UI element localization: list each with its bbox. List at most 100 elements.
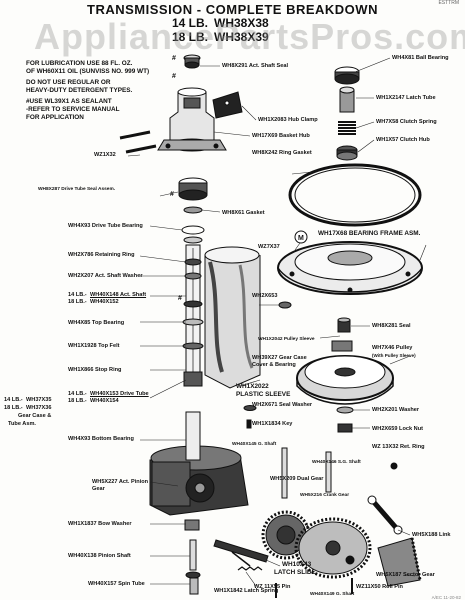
- hub-clamp-part: [212, 91, 243, 119]
- label-pulley-note: (With Pulley Sleeve): [372, 353, 416, 358]
- label-ball-bearing: WH4X81 Ball Bearing: [392, 55, 449, 61]
- label-gear-case-14: WH37X35: [26, 397, 52, 403]
- label-bearing-frame: WH17X68 BEARING FRAME ASM.: [318, 230, 421, 237]
- label-top-bearing: WH4X85 Top Bearing: [68, 320, 125, 326]
- label-drive-tube-size-18: 18 LB.-: [68, 398, 87, 404]
- g-shaft-part: [281, 447, 332, 499]
- label-seal-281: WH8X281 Seal: [372, 323, 411, 329]
- latch-tube-part: [339, 86, 355, 113]
- label-plastic-sleeve: PLASTIC SLEEVE: [236, 391, 291, 398]
- label-act-shaft-18: WH40X152: [90, 299, 119, 305]
- ring-gasket-part: [288, 163, 422, 227]
- label-roll-pin: WZ11X50 Roll Pin: [356, 584, 403, 590]
- label-gear-case-name: Gear Case &: [18, 413, 52, 419]
- footer-code: A/EC 11-20-82: [431, 595, 461, 600]
- label-latch-tube: WH1X2147 Latch Tube: [376, 95, 436, 101]
- label-gear-case-size-14: 14 LB.-: [4, 397, 23, 403]
- drive-tube-part: [182, 244, 204, 387]
- latch-spring-part: [237, 566, 263, 571]
- label-seal-washer: WH2X671 Seal Washer: [252, 402, 313, 408]
- label-top-felt: WH1X1928 Top Felt: [68, 343, 120, 349]
- clutch-spring-part: [338, 121, 356, 135]
- label-pulley: WH7X46 Pulley: [372, 345, 413, 351]
- label-pulley-sleeve: WH1X2042 Pulley Sleeve: [258, 337, 315, 342]
- label-act-shaft-size-18: 18 LB.-: [68, 299, 87, 305]
- clutch-hub-part: [336, 145, 358, 161]
- top-screws: [119, 130, 157, 154]
- label-act-shaft-size-14: 14 LB.-: [68, 292, 87, 298]
- page-title: TRANSMISSION - COMPLETE BREAKDOWN: [87, 2, 378, 17]
- note-line: #USE WL39X1 AS SEALANT: [26, 98, 112, 105]
- drive-tube-seal-part: [178, 177, 208, 244]
- label-act-shaft-14: WH40X148 Act. Shaft: [90, 292, 147, 298]
- label-crank-gear: WH5X216 Crank Gear: [300, 493, 350, 498]
- label-stop-ring: WH1X866 Stop Ring: [68, 367, 122, 373]
- watermark: AppliancePartsPros.com: [34, 16, 465, 57]
- basket-hub-part: [157, 87, 227, 152]
- label-act-shaft-seal: WH8X291 Act. Shaft Seal: [222, 63, 289, 69]
- label-spin-tube: WH40X157 Spin Tube: [88, 581, 145, 587]
- label-drive-tube-seal: WH8X287 Drive Tube Seal Assem.: [38, 187, 116, 192]
- washer-201-part: [336, 406, 354, 414]
- label-screw-top: WZ1X32: [94, 152, 116, 158]
- label-sg-shaft-146: WH40X146 S.G. Shaft: [312, 460, 361, 465]
- model-number-14: WH38X38: [214, 16, 269, 30]
- label-gear-case-tube: Tube Asm.: [8, 421, 36, 427]
- label-bow-washer: WH1X1837 Bow Washer: [68, 521, 132, 527]
- label-hub-clamp: WH1X2083 Hub Clamp: [258, 117, 318, 123]
- corner-mark: ESTTRM: [438, 0, 459, 6]
- label-basket-hub: WH17X69 Basket Hub: [252, 133, 310, 139]
- m-marker-text: M: [298, 235, 304, 242]
- label-clutch-spring: WH7X58 Clutch Spring: [376, 119, 437, 125]
- lock-nut-part: [337, 423, 353, 433]
- spin-tube-part: [189, 577, 199, 595]
- label-washer-201: WH2X201 Washer: [372, 407, 420, 413]
- label-ret-ring: WZ 13X32 Ret. Ring: [372, 444, 425, 450]
- seal-281-part: [337, 317, 351, 333]
- label-retaining-ring: WH2X786 Retaining Ring: [68, 252, 135, 258]
- label-drive-tube-18: WH40X154: [90, 398, 119, 404]
- note-line: HEAVY-DUTY DETERGENT TYPES.: [26, 87, 133, 94]
- pulley-sleeve-part: [331, 340, 353, 352]
- label-latch-slide: LATCH SLIDE: [274, 569, 316, 576]
- label-plastic-sleeve-no: WH1X2022: [236, 383, 269, 390]
- label-clutch-hub: WH1X57 Clutch Hub: [376, 137, 430, 143]
- label-ring-gasket: WH8X242 Ring Gasket: [252, 150, 312, 156]
- key-part: [246, 419, 252, 429]
- m-marker: [294, 230, 308, 244]
- label-bottom-bearing: WH4X93 Bottom Bearing: [68, 436, 134, 442]
- note-line: OF WH60X11 OIL (SUNVISS NO. 999 WT): [26, 68, 150, 75]
- washer-653-part: [278, 301, 292, 309]
- label-screw-frame: WZ7X37: [258, 244, 280, 250]
- hash-marker: #: [170, 191, 174, 198]
- label-drive-tube-bearing: WH4X93 Drive Tube Bearing: [68, 223, 143, 229]
- note-line: FOR APPLICATION: [26, 114, 84, 121]
- label-dual-gear: WH5X209 Dual Gear: [270, 476, 324, 482]
- sector-gear-part: [377, 537, 422, 587]
- hash-marker: #: [172, 73, 176, 80]
- model-number-18: WH38X39: [214, 30, 269, 44]
- act-shaft-seal-part: [183, 54, 201, 69]
- label-gear-case-cover: WH39X27 Gear Case Cover & Bearing: [252, 355, 307, 368]
- label-pinion-gear: WH5X227 Act. Pinion Gear: [92, 479, 149, 492]
- model-size-18: 18 LB.: [172, 30, 209, 44]
- pulley-part: [296, 355, 394, 405]
- gear-case-part: [149, 411, 249, 516]
- label-drive-tube-14: WH40X153 Drive Tube: [90, 391, 149, 397]
- label-gear-case-18: WH37X36: [26, 405, 52, 411]
- label-g-shaft-149: WH40X149 G. Shaft: [310, 592, 355, 597]
- note-line: -REFER TO SERVICE MANUAL: [26, 106, 120, 113]
- label-gs-shaft-145: WH40X145 G. Shaft: [232, 442, 277, 447]
- bearing-frame-part: [277, 241, 423, 295]
- label-link: WH5X188 Link: [412, 532, 451, 538]
- label-gear-case-size-18: 18 LB.-: [4, 405, 23, 411]
- note-line: FOR LUBRICATION USE 88 FL. OZ.: [26, 60, 133, 67]
- label-washer-653: WH2X653: [252, 293, 278, 299]
- label-latch-spring: WH1X1842 Latch Spring: [214, 588, 279, 594]
- label-gasket: WH8X61 Gasket: [222, 210, 265, 216]
- gear-case-cover-part: [204, 246, 261, 389]
- label-act-shaft-washer: WH2X207 Act. Shaft Washer: [68, 273, 143, 279]
- model-size-14: 14 LB.: [172, 16, 209, 30]
